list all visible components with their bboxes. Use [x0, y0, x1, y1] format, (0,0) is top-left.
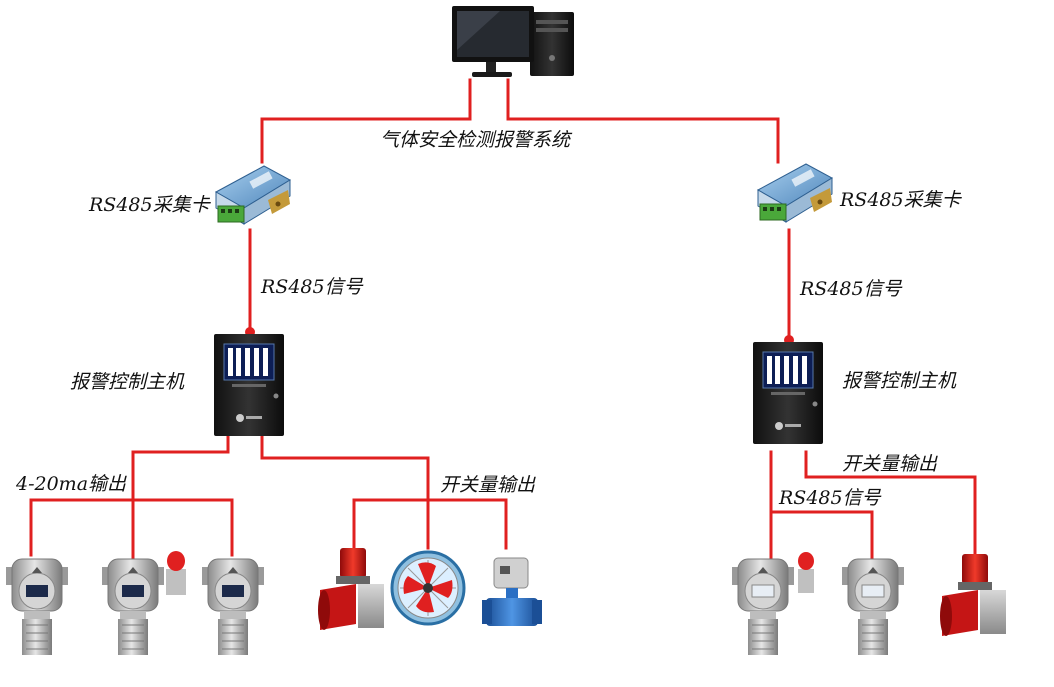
solenoid-valve-icon	[482, 557, 542, 626]
desktop-computer-icon	[452, 6, 574, 77]
gas-detector-icon-1	[6, 558, 68, 655]
right-detector-signal-label: RS485信号	[779, 487, 881, 509]
left-analog-output-label: 4-20ma输出	[16, 473, 127, 495]
exhaust-fan-icon	[390, 550, 466, 626]
wire-right-switch	[804, 450, 977, 557]
right-controller-label: 报警控制主机	[842, 370, 957, 392]
wire-right-detector-bus	[769, 510, 874, 562]
alarm-controller-icon-right	[753, 335, 823, 444]
sound-light-alarm-icon-right	[940, 554, 1006, 636]
sound-light-alarm-icon-left	[318, 548, 384, 630]
alarm-lamp-icon	[798, 552, 814, 593]
left-collector-label: RS485采集卡	[89, 194, 210, 216]
wire-pc-right	[506, 78, 780, 164]
gas-detector-icon-2	[102, 551, 186, 655]
right-signal-label: RS485信号	[800, 278, 902, 300]
wiring	[29, 78, 977, 562]
right-switch-output-label: 开关量输出	[842, 453, 938, 475]
left-switch-output-label: 开关量输出	[440, 474, 536, 496]
gas-detector-icon-4	[732, 552, 814, 655]
wire-pc-left	[260, 78, 472, 164]
rs485-collector-card-icon-left	[214, 165, 292, 225]
right-collector-label: RS485采集卡	[840, 189, 961, 211]
gas-detector-icon-3	[202, 558, 264, 655]
alarm-controller-icon-left	[214, 327, 284, 436]
wire-left-analog	[131, 435, 230, 502]
wire-left-switch-bus	[352, 498, 508, 550]
alarm-lamp-icon	[166, 551, 186, 595]
left-controller-label: 报警控制主机	[70, 371, 185, 393]
wire-left-switch	[260, 435, 430, 550]
rs485-collector-card-icon-right	[756, 163, 834, 223]
gas-detector-icon-5	[842, 558, 904, 655]
left-signal-label: RS485信号	[261, 276, 363, 298]
system-label: 气体安全检测报警系统	[380, 129, 571, 151]
